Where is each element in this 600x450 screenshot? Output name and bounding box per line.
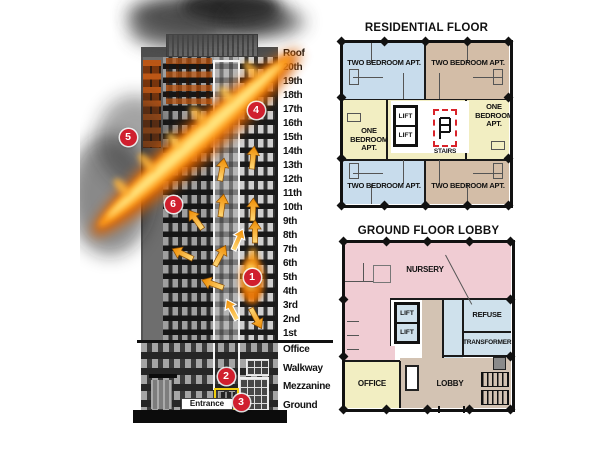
refuse-room <box>463 300 511 332</box>
burning-windows-front <box>166 58 212 104</box>
marker-2: 2 <box>217 367 235 385</box>
apt-label: TWO BEDROOM APT. <box>431 181 505 190</box>
floor-label: Mezzanine <box>283 381 331 393</box>
floor-label: Walkway <box>283 362 323 374</box>
floor-label: 1st <box>283 328 297 340</box>
ground-floor-plan: LIFT LIFT NURSERY REFUSE TRANSFORMER OFF… <box>338 236 516 415</box>
office-room <box>345 361 400 408</box>
residential-lifts: LIFT LIFT <box>393 105 418 147</box>
floor-label: Ground <box>283 400 318 412</box>
residential-floor-plan: LIFT LIFT STAIRS TWO BEDROOM APT. TWO BE… <box>336 36 514 211</box>
transformer-room <box>463 332 511 355</box>
utility-box <box>493 357 506 370</box>
floor-label: 7th <box>283 244 298 256</box>
entrance-canopy <box>149 374 177 378</box>
floor-label: 11th <box>283 187 302 199</box>
service-corridor <box>443 300 463 358</box>
floor-label: 15th <box>283 131 303 143</box>
apt-label: TWO BEDROOM APT. <box>431 58 505 67</box>
apt-two-bed-top-left <box>343 43 425 99</box>
marker-3: 3 <box>232 393 250 411</box>
residential-plan-title: RESIDENTIAL FLOOR <box>364 22 489 34</box>
floor-label: 4th <box>283 286 298 298</box>
roof-parapet <box>166 34 258 57</box>
floor-label: Roof <box>283 47 305 59</box>
floor-label: 13th <box>283 159 303 171</box>
nursery-label: NURSERY <box>406 265 444 274</box>
nursery-room <box>345 243 511 300</box>
side-door-panel <box>151 380 172 409</box>
floor-label: 20th <box>283 61 303 73</box>
lift-label: LIFT <box>398 132 413 139</box>
apt-label: ONE BEDROOM APT. <box>350 126 388 153</box>
marker-1: 1 <box>243 268 261 286</box>
building-right-bay <box>239 55 275 343</box>
tower-podium-divider <box>137 340 333 343</box>
residential-stairs-box <box>433 109 457 147</box>
floor-label: 9th <box>283 216 298 228</box>
floor-label: 2nd <box>283 314 300 326</box>
floor-label: 16th <box>283 117 303 129</box>
lobby-label: LOBBY <box>436 379 464 388</box>
office-label: OFFICE <box>357 379 387 388</box>
floor-label: 6th <box>283 258 298 270</box>
floor-label: 18th <box>283 89 303 101</box>
reception-desk <box>405 365 419 391</box>
lift-label: LIFT <box>397 324 417 341</box>
floor-label: 14th <box>283 145 303 157</box>
marker-5: 5 <box>119 128 137 146</box>
nursery-room-left <box>345 300 395 361</box>
floor-label: 12th <box>283 173 303 185</box>
floor-label: 10th <box>283 202 303 214</box>
apt-label: TWO BEDROOM APT. <box>347 181 421 190</box>
refuse-label: REFUSE <box>472 310 502 319</box>
tower-floor-labels: Roof 20th 19th 18th 17th 16th 15th 14th 13th 12th… <box>283 46 335 341</box>
apt-label: ONE BEDROOM APT. <box>475 102 513 129</box>
floor-label: 5th <box>283 272 298 284</box>
lift-label: LIFT <box>398 113 413 120</box>
stairs-label: STAIRS <box>433 148 457 155</box>
floor-label: 19th <box>283 75 303 87</box>
stairs-icon <box>439 117 451 139</box>
apt-two-bed-bottom-left <box>343 160 425 204</box>
ground-base <box>133 410 287 423</box>
floor-label: 3rd <box>283 300 298 312</box>
stairs-hatch-upper <box>481 372 509 387</box>
lift-label: LIFT <box>397 305 417 322</box>
marker-4: 4 <box>247 101 265 119</box>
marker-6: 6 <box>164 195 182 213</box>
walkway-glazing <box>246 359 269 376</box>
transformer-label: TRANSFORMER <box>463 339 512 346</box>
floor-label: 17th <box>283 103 303 115</box>
apt-label: TWO BEDROOM APT. <box>347 58 421 67</box>
ground-plan-title: GROUND FLOOR LOBBY <box>357 225 500 237</box>
floor-label: Office <box>283 343 310 355</box>
lobby-corridor <box>422 298 443 360</box>
stairs-hatch-lower <box>481 390 509 405</box>
entrance-label: Entrance <box>181 398 233 410</box>
burning-windows-left <box>143 60 161 148</box>
ground-lifts: LIFT LIFT <box>394 302 420 344</box>
floor-label: 8th <box>283 230 298 242</box>
